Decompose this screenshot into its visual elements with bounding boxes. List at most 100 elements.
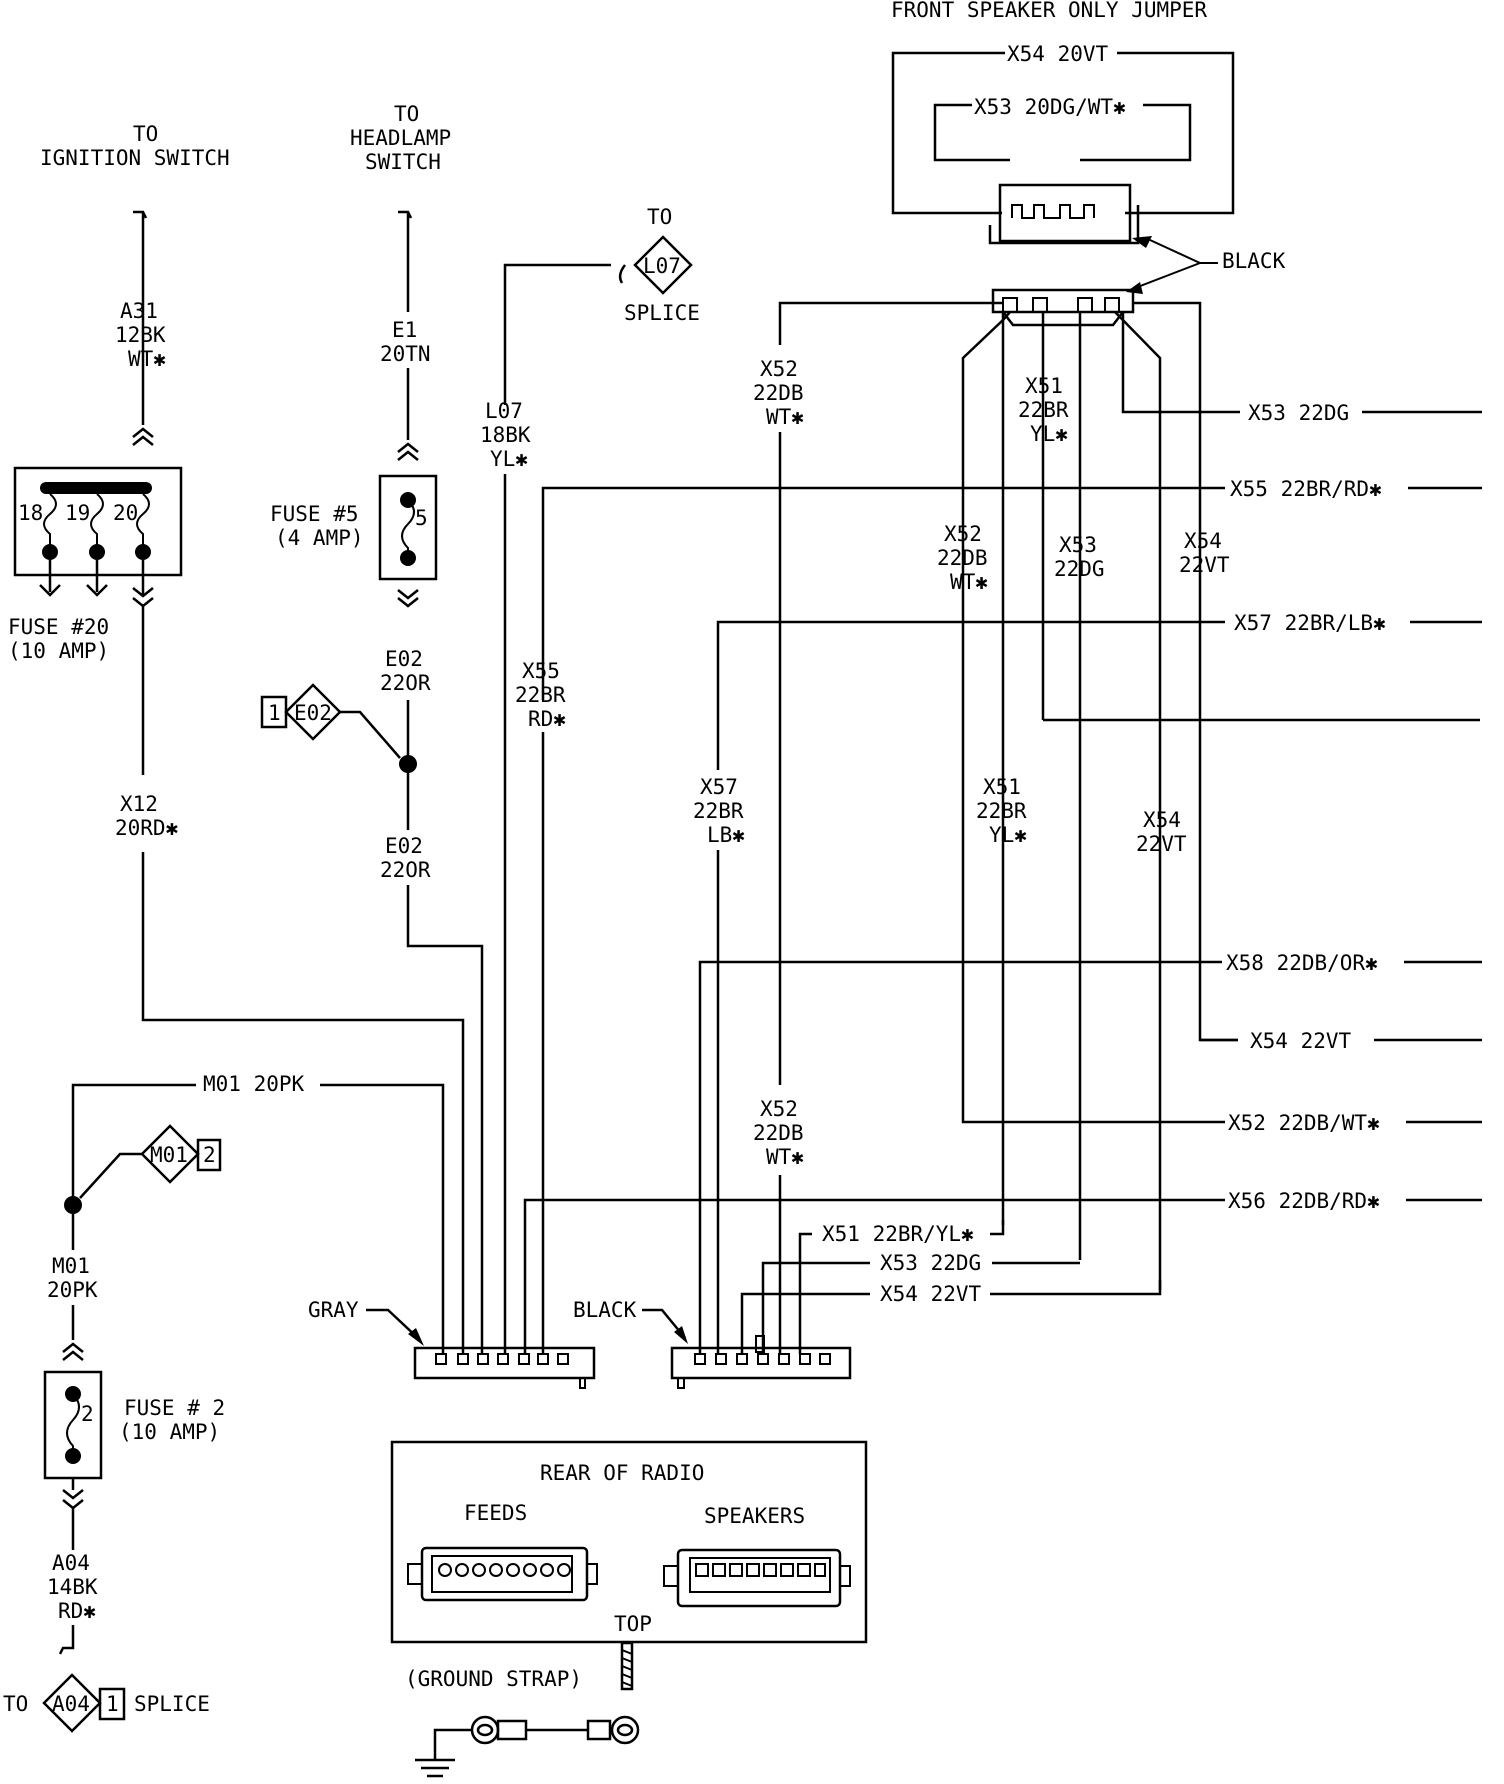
radio-title: REAR OF RADIO xyxy=(540,1461,704,1485)
e02a-label: E02 xyxy=(385,647,423,671)
right-x57-label: X57 22BR/LB✱ xyxy=(1234,611,1386,635)
fuse5-block xyxy=(378,474,438,581)
radio-top-label: TOP xyxy=(614,1612,652,1636)
m01-label: M01 xyxy=(52,1254,90,1278)
jumper-x53-label: X53 20DG/WT✱ xyxy=(974,95,1126,119)
fuse20-output xyxy=(132,560,154,608)
fuse2-label: FUSE # 2 xyxy=(124,1396,225,1420)
bottom-x51-wire xyxy=(798,1220,1005,1354)
right-x56-label: X56 22DB/RD✱ xyxy=(1228,1189,1380,1213)
bottom-x53-label: X53 22DG xyxy=(880,1251,981,1275)
bottom-x54-label: X54 22VT xyxy=(880,1282,982,1306)
fuse20-t18: 18 xyxy=(18,501,43,525)
fuse20-terminal xyxy=(42,544,58,560)
fuse20-elements xyxy=(43,493,150,552)
a04-label: A04 xyxy=(52,1551,90,1575)
l07-gauge: 18BK xyxy=(480,423,531,447)
fuse20-terminal xyxy=(135,544,151,560)
bottom-x51-label: X51 22BR/YL✱ xyxy=(822,1222,974,1246)
right-labels: X53 22DG X55 22BR/RD✱ X57 22BR/LB✱ X58 2… xyxy=(1200,401,1482,1213)
black-connector-bottom xyxy=(670,1346,852,1380)
front-speaker-jumper: X54 20VT X53 20DG/WT✱ xyxy=(891,42,1235,245)
to-a04-label: TO xyxy=(3,1692,28,1716)
m01-wire-left xyxy=(71,1083,196,1200)
headlamp-label: HEADLAMP xyxy=(350,126,451,150)
arrow-head xyxy=(1126,282,1143,294)
right-x58-label: X58 22DB/OR✱ xyxy=(1226,951,1378,975)
jumper-x54-label: X54 20VT xyxy=(1007,42,1109,66)
m01-splice-label: M01 xyxy=(150,1143,188,1167)
x57-gauge: 22BR xyxy=(693,799,744,823)
l07-label: L07 xyxy=(485,399,523,423)
e02b-label: E02 xyxy=(385,834,423,858)
x54-right-wire xyxy=(1133,301,1238,1042)
gray-connector-pins xyxy=(435,1353,569,1365)
a04-gauge: 14BK xyxy=(47,1575,98,1599)
x55-wire-top xyxy=(541,486,1225,700)
fuse20-t20: 20 xyxy=(113,501,138,525)
e1-label: E1 xyxy=(392,318,417,342)
black-connector-top xyxy=(991,288,1135,327)
x53-label: X53 xyxy=(1059,533,1097,557)
radio-feeds-label: FEEDS xyxy=(464,1501,527,1525)
splice-label: SPLICE xyxy=(624,301,700,325)
fuse5-amp: (4 AMP) xyxy=(275,526,364,550)
e02-splice-label: E02 xyxy=(294,701,332,725)
e02-wire xyxy=(406,885,484,1345)
fuse5-label: FUSE #5 xyxy=(270,502,359,526)
e02a-color: 22OR xyxy=(380,671,431,695)
x52b-label: X52 xyxy=(944,522,982,546)
x54-label: X54 xyxy=(1184,529,1222,553)
black-connector-pins xyxy=(694,1353,831,1365)
ground-strap: (GROUND STRAP) xyxy=(405,1641,640,1778)
e02-splice-dot xyxy=(399,755,417,773)
fuse20-t19: 19 xyxy=(65,501,90,525)
x52-right-wire xyxy=(961,1085,1225,1124)
front-speaker-jumper-title: FRONT SPEAKER ONLY JUMPER xyxy=(891,0,1207,22)
black-pointer-line xyxy=(1149,239,1218,264)
to-ignition-label: TO xyxy=(133,122,158,146)
m01-splice-num-box xyxy=(196,1138,222,1172)
m01-splice-num: 2 xyxy=(203,1143,216,1167)
rear-of-radio-panel: REAR OF RADIO FEEDS SPEAKERS xyxy=(390,1440,868,1644)
bottom-x54-wire xyxy=(740,1280,1162,1354)
x54b-color: 22VT xyxy=(1136,832,1187,856)
x52-gauge: 22DB xyxy=(753,381,804,405)
x52b-gauge: 22DB xyxy=(937,546,988,570)
x55-label: X55 xyxy=(522,659,560,683)
bottom-x53-wire xyxy=(761,1261,1080,1354)
speakers-pins xyxy=(695,1563,826,1577)
x51b-label: X51 xyxy=(983,775,1021,799)
ignition-switch-label: IGNITION SWITCH xyxy=(40,146,230,170)
to-headlamp-label: TO xyxy=(394,102,419,126)
x57-label: X57 xyxy=(700,775,738,799)
x51-color: YL✱ xyxy=(1030,422,1068,446)
x52b-color: WT✱ xyxy=(950,570,988,594)
connector-chevron xyxy=(132,427,154,446)
x51-label: X51 xyxy=(1025,374,1063,398)
x51b-gauge: 22BR xyxy=(976,799,1027,823)
x12-wire xyxy=(141,852,465,1345)
m01-color: 20PK xyxy=(47,1278,98,1302)
x12-color: 20RD✱ xyxy=(115,816,179,840)
feeds-pins xyxy=(438,1563,571,1577)
a04-color: RD✱ xyxy=(58,1599,96,1623)
x12-label: X12 xyxy=(120,792,158,816)
l07-wire-top xyxy=(503,263,626,405)
black-top-label: BLACK xyxy=(1222,249,1286,273)
right-x55-label: X55 22BR/RD✱ xyxy=(1230,477,1382,501)
black-pointer-line-2 xyxy=(1129,262,1201,291)
break-mark xyxy=(58,1625,75,1655)
x55-color: RD✱ xyxy=(528,707,566,731)
fuse20-terminal xyxy=(89,544,105,560)
x52b-wire xyxy=(961,311,1011,1085)
arrow-head xyxy=(1132,236,1152,248)
a31-label: A31 xyxy=(120,299,158,323)
x52c-gauge: 22DB xyxy=(753,1121,804,1145)
x53-right-wire xyxy=(1121,312,1240,414)
fuse20-amp: (10 AMP) xyxy=(8,639,109,663)
x53-color: 22DG xyxy=(1054,557,1105,581)
x57-color: LB✱ xyxy=(707,823,745,847)
fuse5-number: 5 xyxy=(415,506,428,530)
